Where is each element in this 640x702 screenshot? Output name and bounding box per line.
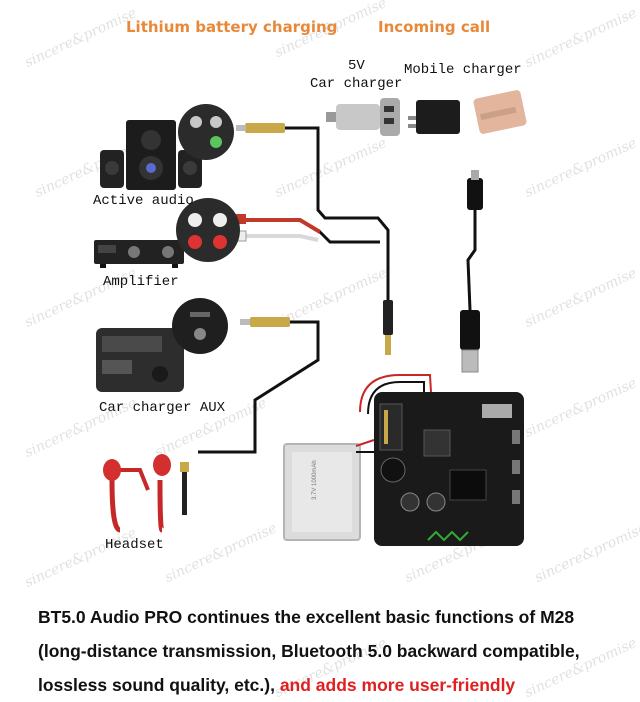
cables xyxy=(198,126,477,454)
label-amplifier: Amplifier xyxy=(103,274,179,290)
description-line: BT5.0 Audio PRO continues the excellent … xyxy=(38,607,575,627)
usb-plug-icon xyxy=(460,170,483,373)
label-charger-voltage: 5V xyxy=(348,58,365,74)
label-headset: Headset xyxy=(105,537,164,553)
label-car-charger-aux: Car charger AUX xyxy=(99,400,226,416)
label-active-audio: Active audio xyxy=(93,193,194,209)
rca-jack-panel-icon xyxy=(176,198,240,262)
description-text: BT5.0 Audio PRO continues the excellent … xyxy=(38,600,628,702)
svg-text:3.7V 1000mAh: 3.7V 1000mAh xyxy=(312,460,318,500)
label-mobile-charger: Mobile charger xyxy=(404,62,522,78)
headset-icon xyxy=(103,454,189,533)
battery-icon: 3.7V 1000mAh xyxy=(283,439,375,541)
description-line: (long-distance transmission, Bluetooth 5… xyxy=(38,641,580,661)
audio-jack-panel-icon xyxy=(178,104,234,160)
audio-plug-icon xyxy=(236,123,393,355)
heading-battery-charging: Lithium battery charging xyxy=(126,18,338,36)
bluetooth-board-icon xyxy=(374,392,524,546)
cable-usb xyxy=(466,205,477,311)
board-wires xyxy=(359,374,433,415)
power-bank-icon xyxy=(473,90,527,134)
wall-charger-icon xyxy=(408,100,460,134)
heading-incoming-call: Incoming call xyxy=(378,18,491,36)
car-charger-icon xyxy=(326,98,400,136)
description-black-segment: lossless sound quality, etc.), xyxy=(38,675,280,695)
connection-diagram: 3.7V 1000mAh xyxy=(94,90,527,546)
cable-amplifier-join xyxy=(316,228,380,244)
speakers-icon xyxy=(100,120,202,190)
description-highlight: and adds more user-friendly xyxy=(279,675,516,695)
amplifier-icon xyxy=(94,240,184,268)
aux-port-panel-icon xyxy=(172,298,228,354)
car-stereo-icon xyxy=(96,328,184,392)
rca-cables xyxy=(240,218,322,242)
cable-active-audio xyxy=(285,126,390,300)
description-line: lossless sound quality, etc.), and adds … xyxy=(38,668,628,702)
label-car-charger: Car charger xyxy=(310,76,403,92)
